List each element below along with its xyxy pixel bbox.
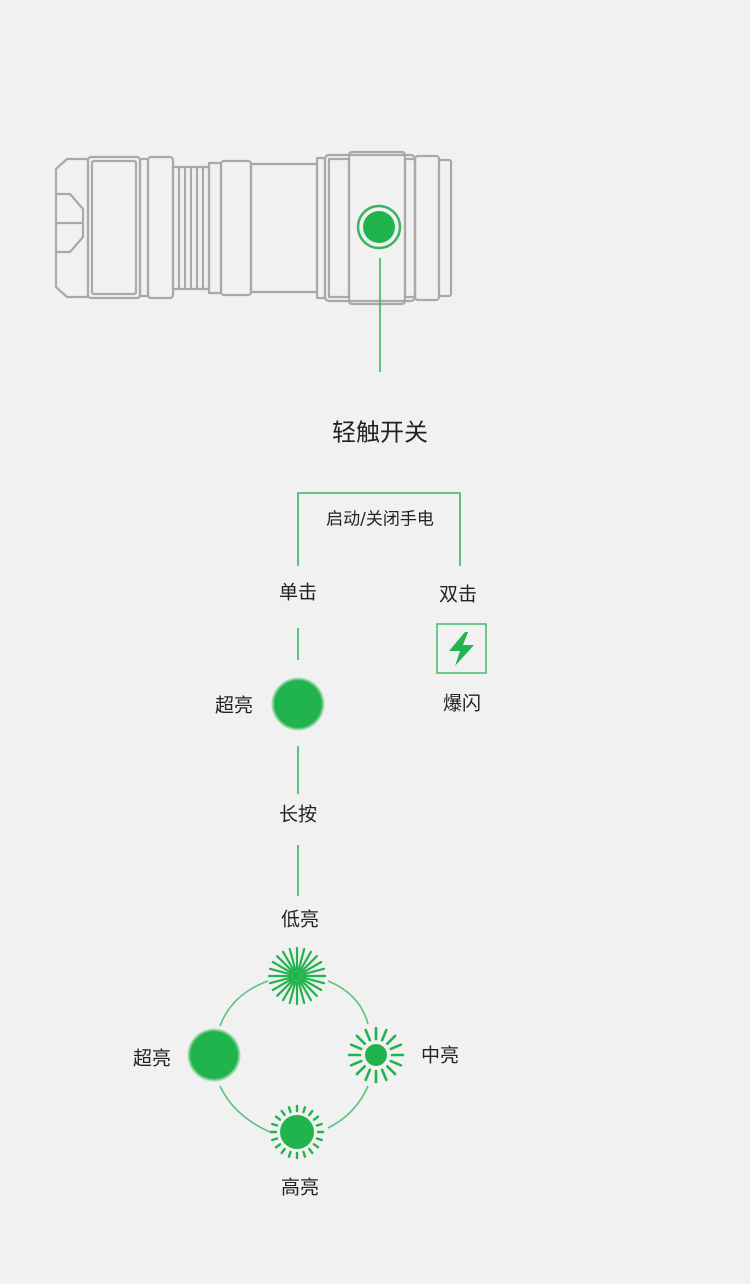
low-light-ray <box>298 950 313 972</box>
switch-button[interactable] <box>363 211 395 243</box>
low-light-ray <box>288 980 297 1005</box>
high-light-ray <box>308 1109 314 1117</box>
high-light-ray <box>274 1115 282 1121</box>
low-light-ray <box>276 979 294 997</box>
high-light-ray <box>308 1147 314 1155</box>
medium-light-ray <box>364 1028 372 1042</box>
low-light-ray <box>298 980 313 1002</box>
high-light-ray <box>312 1143 320 1149</box>
high-light-ray <box>315 1122 323 1127</box>
low-light-ray <box>281 980 296 1002</box>
medium-light-ray <box>349 1043 363 1051</box>
medium-light-ray <box>349 1059 363 1067</box>
switch-label: 轻触开关 <box>332 418 428 447</box>
strobe-box <box>436 623 487 674</box>
high-light-ray <box>274 1143 282 1149</box>
high-light-core <box>280 1115 314 1149</box>
power-toggle-bracket <box>297 492 461 566</box>
flashlight-icon <box>54 150 453 306</box>
mode-cycle-arcs <box>219 980 369 1133</box>
low-light-ray <box>281 950 296 972</box>
medium-mode-label: 中亮 <box>420 1044 460 1067</box>
medium-light-ray <box>364 1068 372 1082</box>
high-mode-label: 高亮 <box>280 1176 320 1199</box>
high-light-ray <box>287 1106 292 1114</box>
turbo-light-icon <box>271 677 325 731</box>
low-light-ray <box>271 960 293 975</box>
medium-light-ray <box>380 1068 388 1082</box>
low-light-ray <box>268 976 293 985</box>
low-light-ray <box>301 960 323 975</box>
strobe-label: 爆闪 <box>442 692 482 715</box>
turbo-label: 超亮 <box>214 694 254 717</box>
medium-light-ray <box>385 1034 397 1045</box>
high-light-ray <box>302 1150 307 1158</box>
single-click-label: 单击 <box>278 581 318 604</box>
low-light-ray <box>301 976 326 985</box>
turbo-cycle-light-icon <box>187 1028 241 1082</box>
low-light-ray <box>300 979 318 997</box>
turbo-mode-label: 超亮 <box>132 1047 172 1070</box>
lightning-bolt-icon <box>449 632 474 666</box>
low-mode-label: 低亮 <box>280 908 320 931</box>
long-press-label: 长按 <box>278 803 318 826</box>
high-light-icon <box>269 1104 325 1160</box>
high-light-ray <box>302 1106 307 1114</box>
medium-light-ray <box>385 1065 397 1076</box>
low-light-ray <box>297 980 306 1005</box>
power-toggle-label: 启动/关闭手电 <box>326 509 434 530</box>
low-light-ray <box>268 967 293 976</box>
double-click-label: 双击 <box>438 583 478 606</box>
low-light-ray <box>297 947 306 972</box>
medium-light-ray <box>389 1059 403 1067</box>
low-light-ray <box>271 977 293 992</box>
low-light-ray <box>288 947 297 972</box>
medium-light-core <box>365 1044 387 1066</box>
low-light-icon <box>267 946 327 1006</box>
high-light-ray <box>280 1147 286 1155</box>
low-light-ray <box>276 955 294 973</box>
low-light-ray <box>301 977 323 992</box>
medium-light-ray <box>389 1043 403 1051</box>
medium-light-icon <box>347 1026 405 1084</box>
low-light-ray <box>300 955 318 973</box>
medium-light-ray <box>380 1028 388 1042</box>
high-light-ray <box>280 1109 286 1117</box>
medium-light-ray <box>355 1065 367 1076</box>
high-light-ray <box>271 1137 279 1142</box>
high-light-ray <box>287 1150 292 1158</box>
high-light-ray <box>315 1137 323 1142</box>
medium-light-ray <box>355 1034 367 1045</box>
low-light-ray <box>301 967 326 976</box>
high-light-ray <box>312 1115 320 1121</box>
high-light-ray <box>271 1122 279 1127</box>
low-light-core <box>292 971 302 981</box>
